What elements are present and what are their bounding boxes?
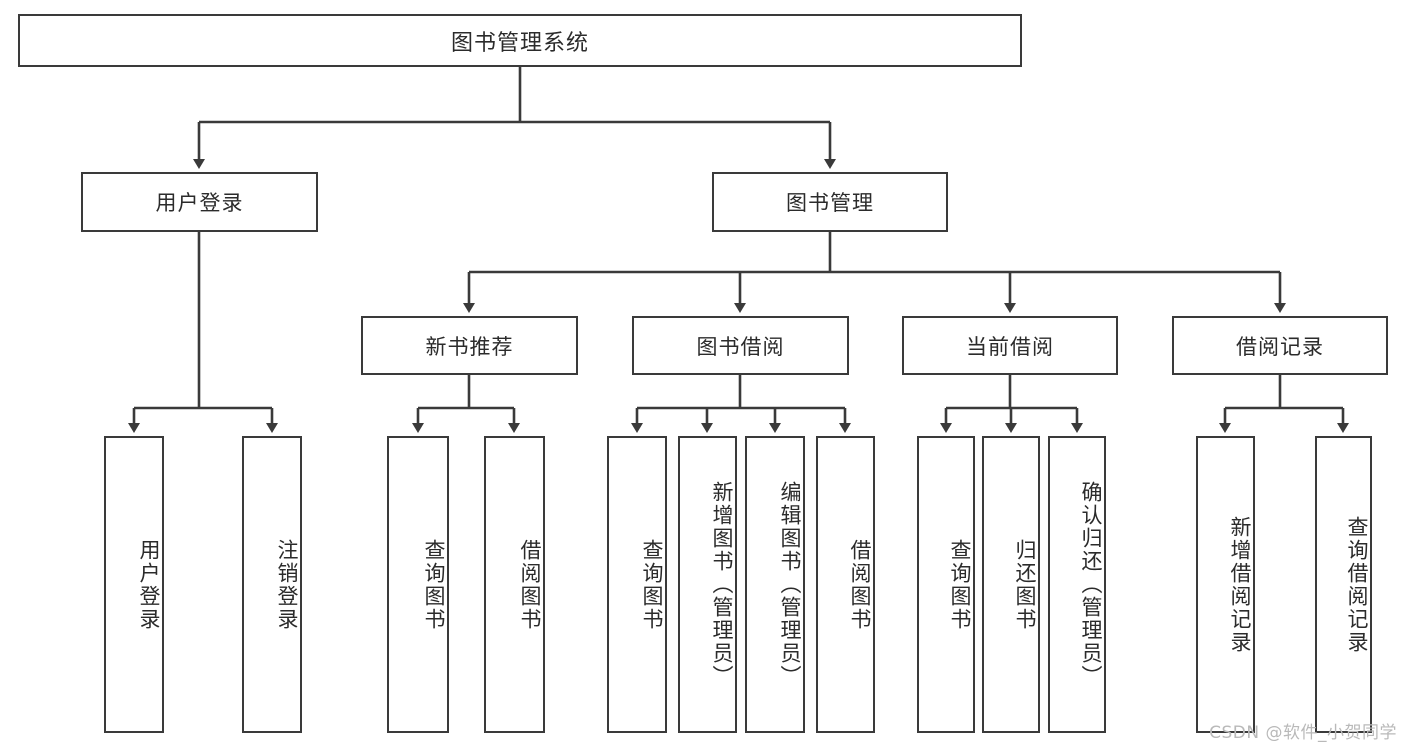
node-book-manage[interactable]: 图书管理 [712, 172, 948, 232]
leaf-query-record[interactable]: 查询借阅记录 [1315, 436, 1372, 733]
leaf-add-record[interactable]: 新增借阅记录 [1196, 436, 1255, 733]
leaf-return-book[interactable]: 归还图书 [982, 436, 1040, 733]
leaf-query-book-3[interactable]: 查询图书 [917, 436, 975, 733]
leaf-edit-book[interactable]: 编辑图书（管理员） [745, 436, 805, 733]
leaf-logout[interactable]: 注销登录 [242, 436, 302, 733]
node-user-login[interactable]: 用户登录 [81, 172, 318, 232]
leaf-user-login[interactable]: 用户登录 [104, 436, 164, 733]
leaf-borrow-book-1[interactable]: 借阅图书 [484, 436, 545, 733]
leaf-query-book-2[interactable]: 查询图书 [607, 436, 667, 733]
leaf-add-book[interactable]: 新增图书（管理员） [678, 436, 737, 733]
watermark-text: CSDN @软件_小贺同学 [1209, 723, 1397, 743]
node-current-borrow[interactable]: 当前借阅 [902, 316, 1118, 375]
node-borrow-record[interactable]: 借阅记录 [1172, 316, 1388, 375]
leaf-confirm-return[interactable]: 确认归还（管理员） [1048, 436, 1106, 733]
leaf-query-book-1[interactable]: 查询图书 [387, 436, 449, 733]
node-root[interactable]: 图书管理系统 [18, 14, 1022, 67]
leaf-borrow-book-2[interactable]: 借阅图书 [816, 436, 875, 733]
node-book-borrow[interactable]: 图书借阅 [632, 316, 849, 375]
node-new-book-recommend[interactable]: 新书推荐 [361, 316, 578, 375]
